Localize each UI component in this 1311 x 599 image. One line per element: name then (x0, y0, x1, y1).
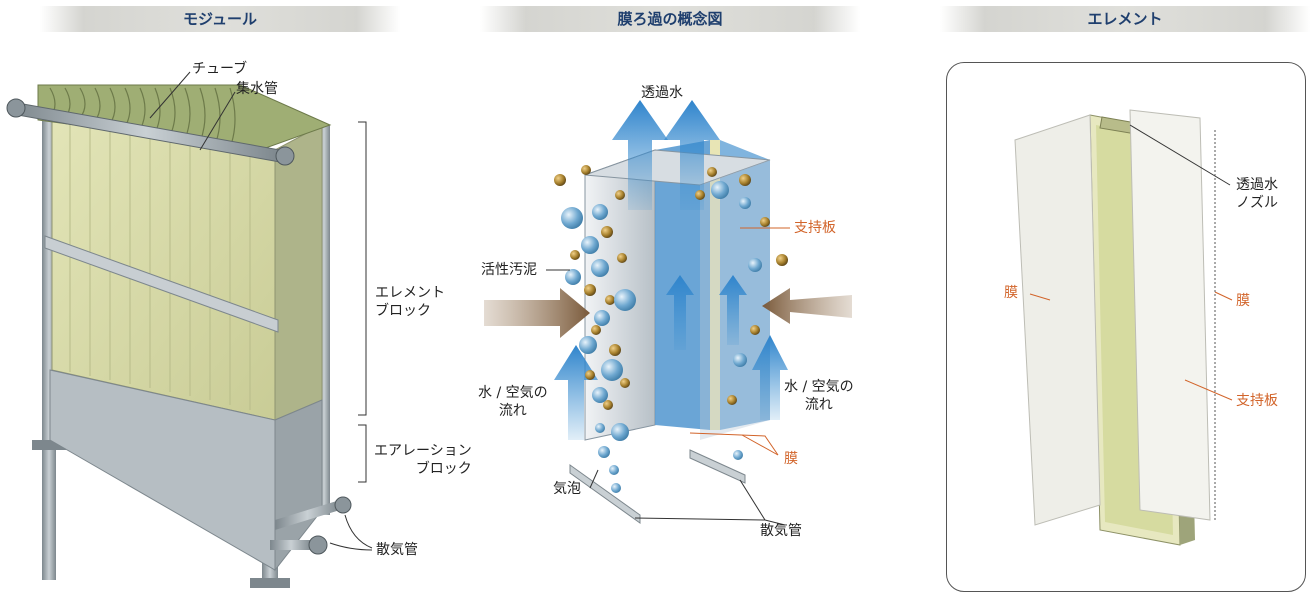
element-block-label: エレメント ブロック (375, 285, 445, 319)
permeate-nozzle-label: 透過水 ノズル (1236, 177, 1278, 211)
activated-sludge-label: 活性汚泥 (481, 262, 537, 278)
element-membrane-right-label: 膜 (1236, 293, 1250, 309)
element-frame (946, 62, 1306, 592)
concept-diffuser-label: 散気管 (760, 523, 802, 539)
module-illustration (6, 84, 352, 588)
element-illustration (1014, 109, 1211, 546)
module-diffuser-label: 散気管 (376, 542, 418, 558)
concept-title: 膜ろ過の概念図 (480, 6, 860, 32)
flow-right-label: 水 / 空気の 流れ (784, 379, 854, 413)
element-title: エレメント (940, 6, 1310, 32)
element-support-plate-label: 支持板 (1236, 393, 1278, 409)
permeate-label: 透過水 (641, 85, 683, 101)
module-leaders (149, 71, 373, 551)
concept-leaders (546, 227, 790, 526)
bubbles-label: 気泡 (553, 481, 581, 497)
element-membrane-left-label: 膜 (1004, 285, 1018, 301)
element-leaders (1029, 124, 1233, 520)
concept-membrane-label: 膜 (784, 451, 798, 467)
module-title: モジュール (40, 6, 400, 32)
aeration-block-label: エアレーション ブロック (374, 443, 472, 477)
tube-label: チューブ (192, 61, 248, 77)
flow-left-label: 水 / 空気の 流れ (478, 385, 548, 419)
concept-support-plate-label: 支持板 (794, 220, 836, 236)
concept-illustration (484, 100, 852, 524)
header-pipe-label: 集水管 (236, 81, 278, 97)
